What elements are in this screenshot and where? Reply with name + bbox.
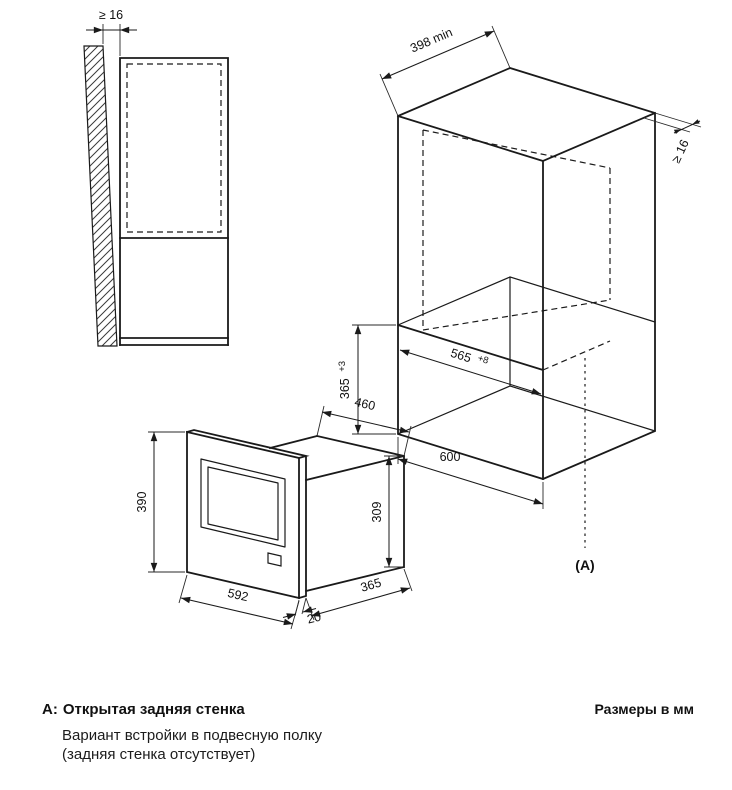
dim-label-frame-depth: 20 [306,610,323,627]
hidden-back-opening-outline [422,129,611,371]
oven-body-edges [268,434,406,593]
dim-front-height: 390 [135,431,185,573]
niche-interior-edges [397,276,656,435]
dim-label-body-depth: 365 [359,576,383,595]
legend: A:Открытая задняя стенка Размеры в мм Ва… [42,701,694,764]
dim-label-front-width: 592 [226,586,250,604]
legend-desc-line2: (задняя стенка отсутствует) [62,746,256,763]
wall-hatched-section [83,45,118,347]
callout-a-label: (A) [575,557,594,573]
legend-title: A:Открытая задняя стенка [42,701,245,718]
oven-front-frame [185,429,310,600]
legend-description: Вариант встройки в подвесную полку (задн… [42,726,694,764]
microwave-isometric-view: 460 390 309 592 [135,395,413,630]
dim-label-wall-gap: ≥ 16 [99,8,123,22]
wall-side-view: ≥ 16 [83,8,229,347]
legend-a-title: Открытая задняя стенка [62,701,245,718]
callout-open-back: (A) [575,358,595,573]
legend-desc-line1: Вариант встройки в подвесную полку [62,727,323,744]
dim-body-width: 460 [316,395,412,457]
dim-body-height: 309 [370,455,402,568]
dim-rear-gap: ≥ 16 [643,112,702,165]
oven-door-window [200,458,286,548]
dim-niche-height: 365 +3 [337,324,396,435]
cabinet-side-section [119,57,229,346]
units-note: Размеры в мм [594,701,694,717]
hidden-oven-outline-side [126,63,222,233]
dim-niche-width: 565 +8 [399,345,542,395]
dim-front-width: 592 [178,574,300,630]
dim-label-rear-gap: ≥ 16 [669,137,692,165]
installation-drawing: ≥ 16 398 min ≥ [83,8,702,630]
dim-label-body-height: 309 [370,502,384,523]
dim-cabinet-width: 600 [397,437,544,509]
dim-cabinet-depth: 398 min [379,25,511,117]
dim-label-cabinet-width: 600 [440,450,461,464]
dim-body-depth: 365 [305,568,413,621]
dim-label-niche-width: 565 +8 [449,345,490,371]
oven-control-button [267,552,282,567]
dim-frame-depth: 20 [282,597,323,627]
cabinet-isometric-view: 398 min ≥ 16 365 +3 [337,25,702,573]
legend-a-prefix: A: [42,701,58,718]
dim-label-body-width: 460 [353,395,377,413]
dim-wall-gap: ≥ 16 [86,8,137,56]
dim-label-front-height: 390 [135,492,149,513]
dim-label-niche-height: 365 +3 [337,361,352,399]
